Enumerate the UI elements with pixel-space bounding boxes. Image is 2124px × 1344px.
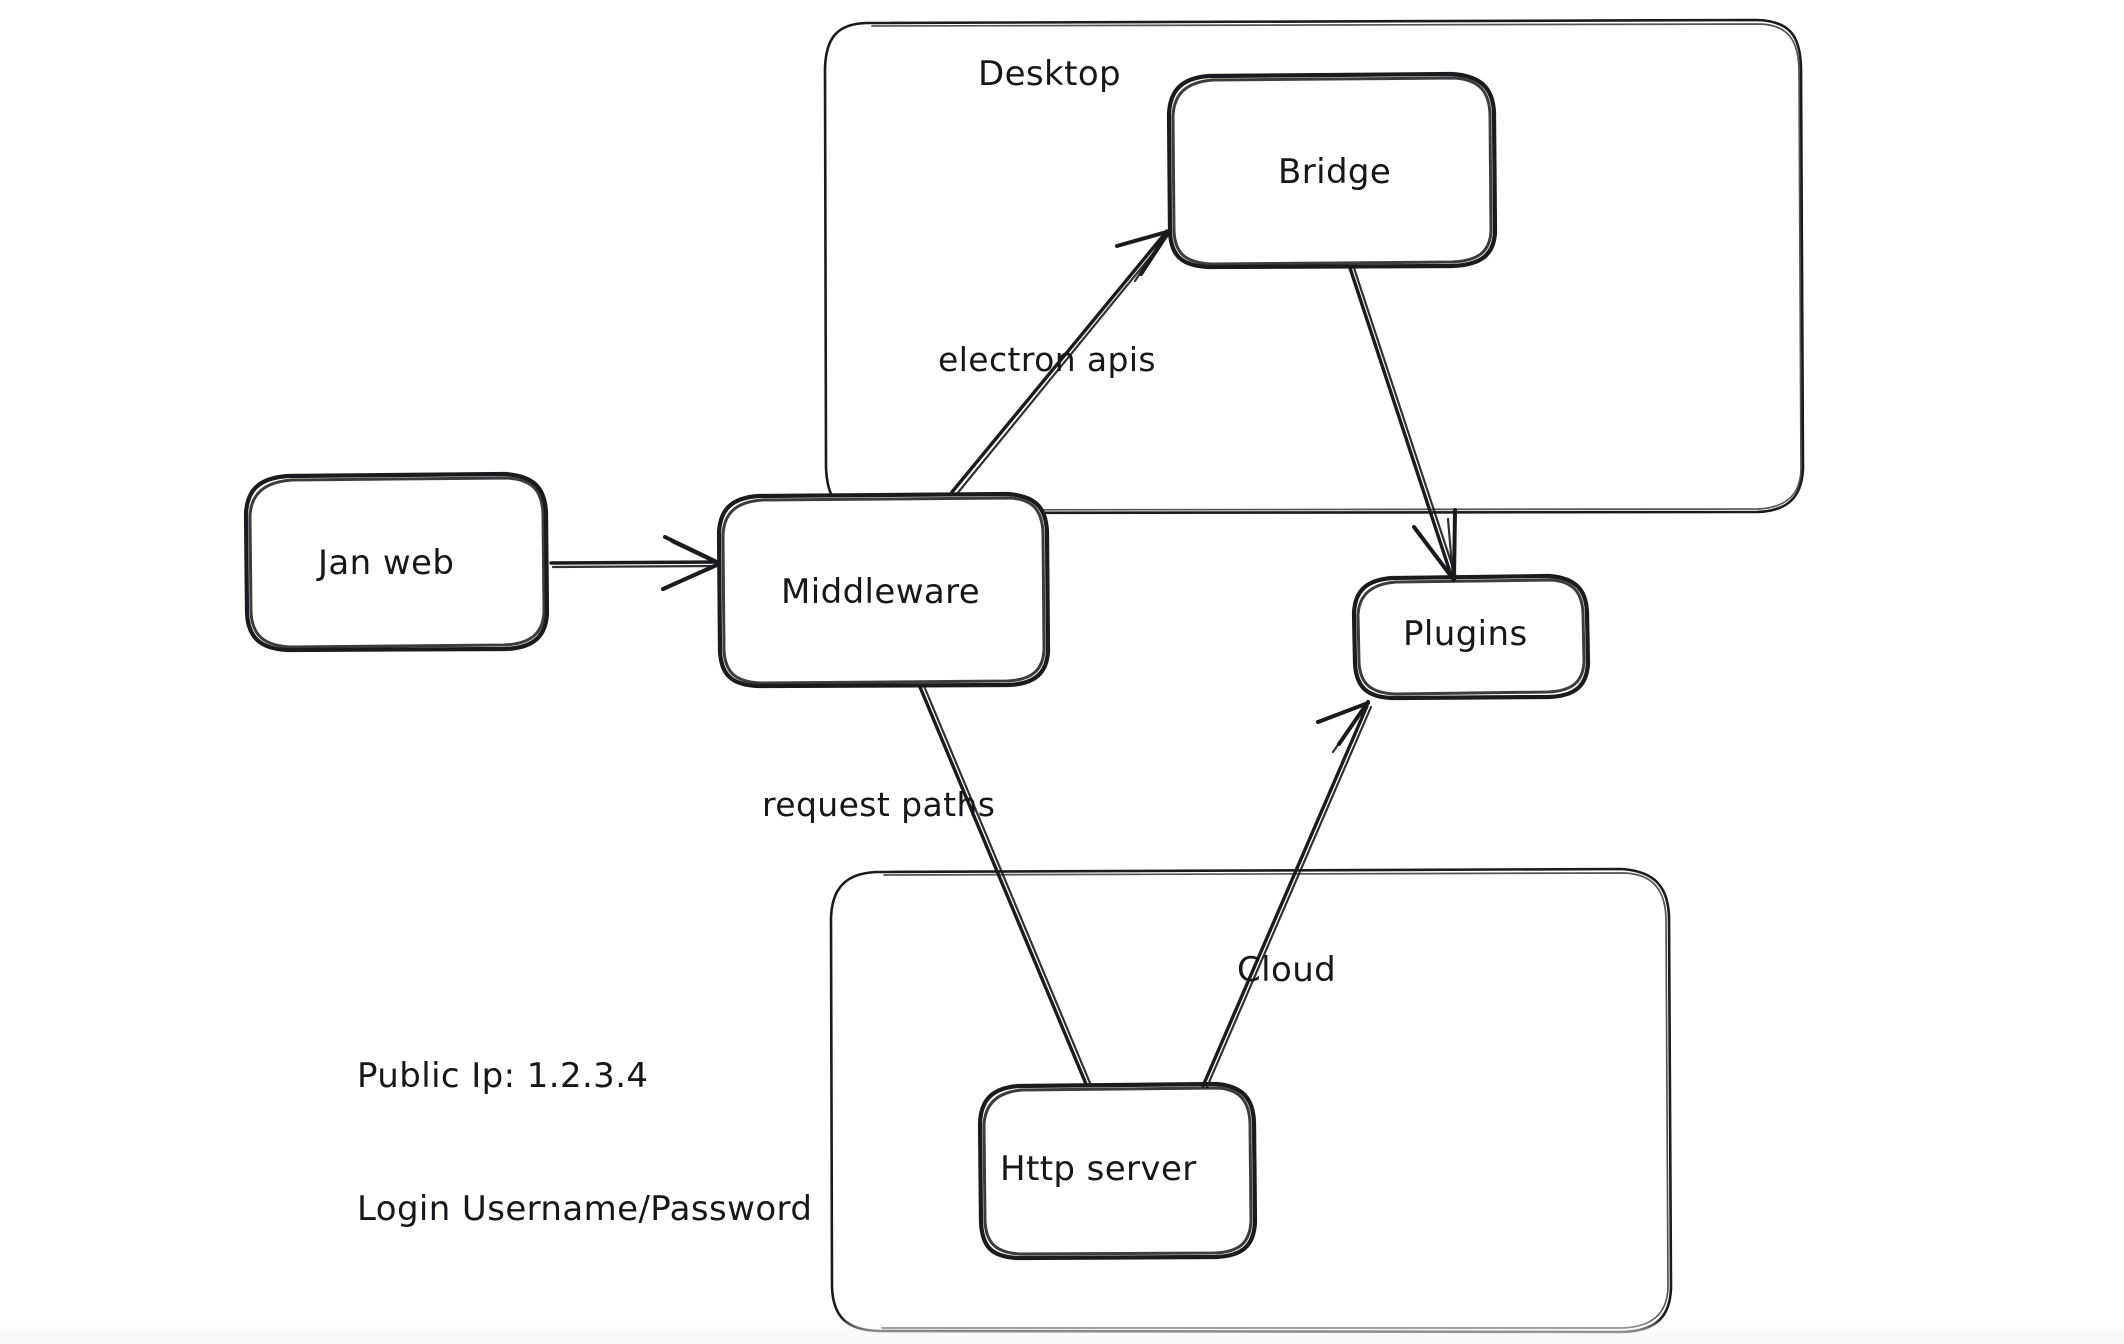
note-login-credentials: Login Username/Password xyxy=(357,1188,813,1229)
note-public-ip: Public Ip: 1.2.3.4 xyxy=(357,1056,649,1097)
node-plugins[interactable] xyxy=(1351,573,1591,701)
note-server-credentials: Public Ip: 1.2.3.4 Login Username/Passwo… xyxy=(357,966,812,1320)
group-desktop[interactable] xyxy=(823,18,1805,515)
edge-http-server-to-plugins[interactable] xyxy=(1201,700,1373,1089)
node-label-jan-web: Jan web xyxy=(318,543,455,583)
node-label-http-server: Http server xyxy=(1000,1149,1197,1189)
edge-label-request-paths: request paths xyxy=(762,785,996,824)
node-middleware[interactable] xyxy=(716,491,1051,689)
edge-bridge-to-plugins[interactable] xyxy=(1348,266,1458,582)
node-label-middleware: Middleware xyxy=(781,572,981,612)
node-jan-web[interactable] xyxy=(243,471,550,653)
edge-janweb-to-middleware[interactable] xyxy=(549,535,721,591)
node-label-bridge: Bridge xyxy=(1278,152,1392,192)
edge-label-electron-apis: electron apis xyxy=(938,340,1157,379)
node-bridge[interactable] xyxy=(1166,71,1498,270)
group-label-cloud: Cloud xyxy=(1237,950,1337,990)
edge-middleware-to-bridge[interactable] xyxy=(950,228,1172,497)
node-label-plugins: Plugins xyxy=(1403,614,1528,654)
edge-middleware-to-http-server[interactable] xyxy=(918,684,1092,1086)
node-http-server[interactable] xyxy=(977,1081,1258,1261)
group-label-desktop: Desktop xyxy=(978,54,1122,94)
